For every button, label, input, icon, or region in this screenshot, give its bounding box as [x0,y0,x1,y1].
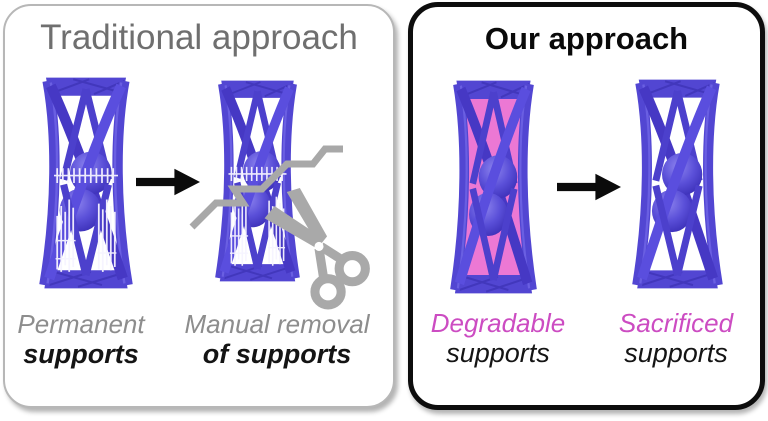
caption-line-2: supports [23,339,139,370]
right-arrow-icon [557,173,621,201]
caption-line-2: of supports [202,339,352,370]
caption-line-2: supports [446,338,550,369]
lattice-sacrificed-supports-graphic [631,78,724,290]
panel-ours-title: Our approach [484,21,689,56]
scissors-icon [264,188,370,310]
caption-line-1: Permanent [17,309,145,339]
caption-line-1: Sacrificed [618,308,734,338]
caption-degradable-supports: Degradable supports [421,308,575,369]
panel-ours: Our approach Degradable supports Sacrifi… [408,2,765,410]
caption-line-1: Manual removal [184,309,370,339]
caption-line-2: supports [624,338,728,369]
panel-traditional-title: Traditional approach [40,18,358,57]
caption-manual-removal: Manual removal of supports [161,309,393,370]
lattice-degradable-supports-graphic [449,79,538,295]
crack-zigzag-icon [189,145,343,230]
lattice-permanent-supports-graphic [38,76,134,290]
panel-traditional: Traditional approach Permane [3,4,395,408]
caption-line-1: Degradable [430,308,566,338]
caption-permanent-supports: Permanent supports [5,309,157,370]
caption-sacrificed-supports: Sacrificed supports [599,308,753,369]
